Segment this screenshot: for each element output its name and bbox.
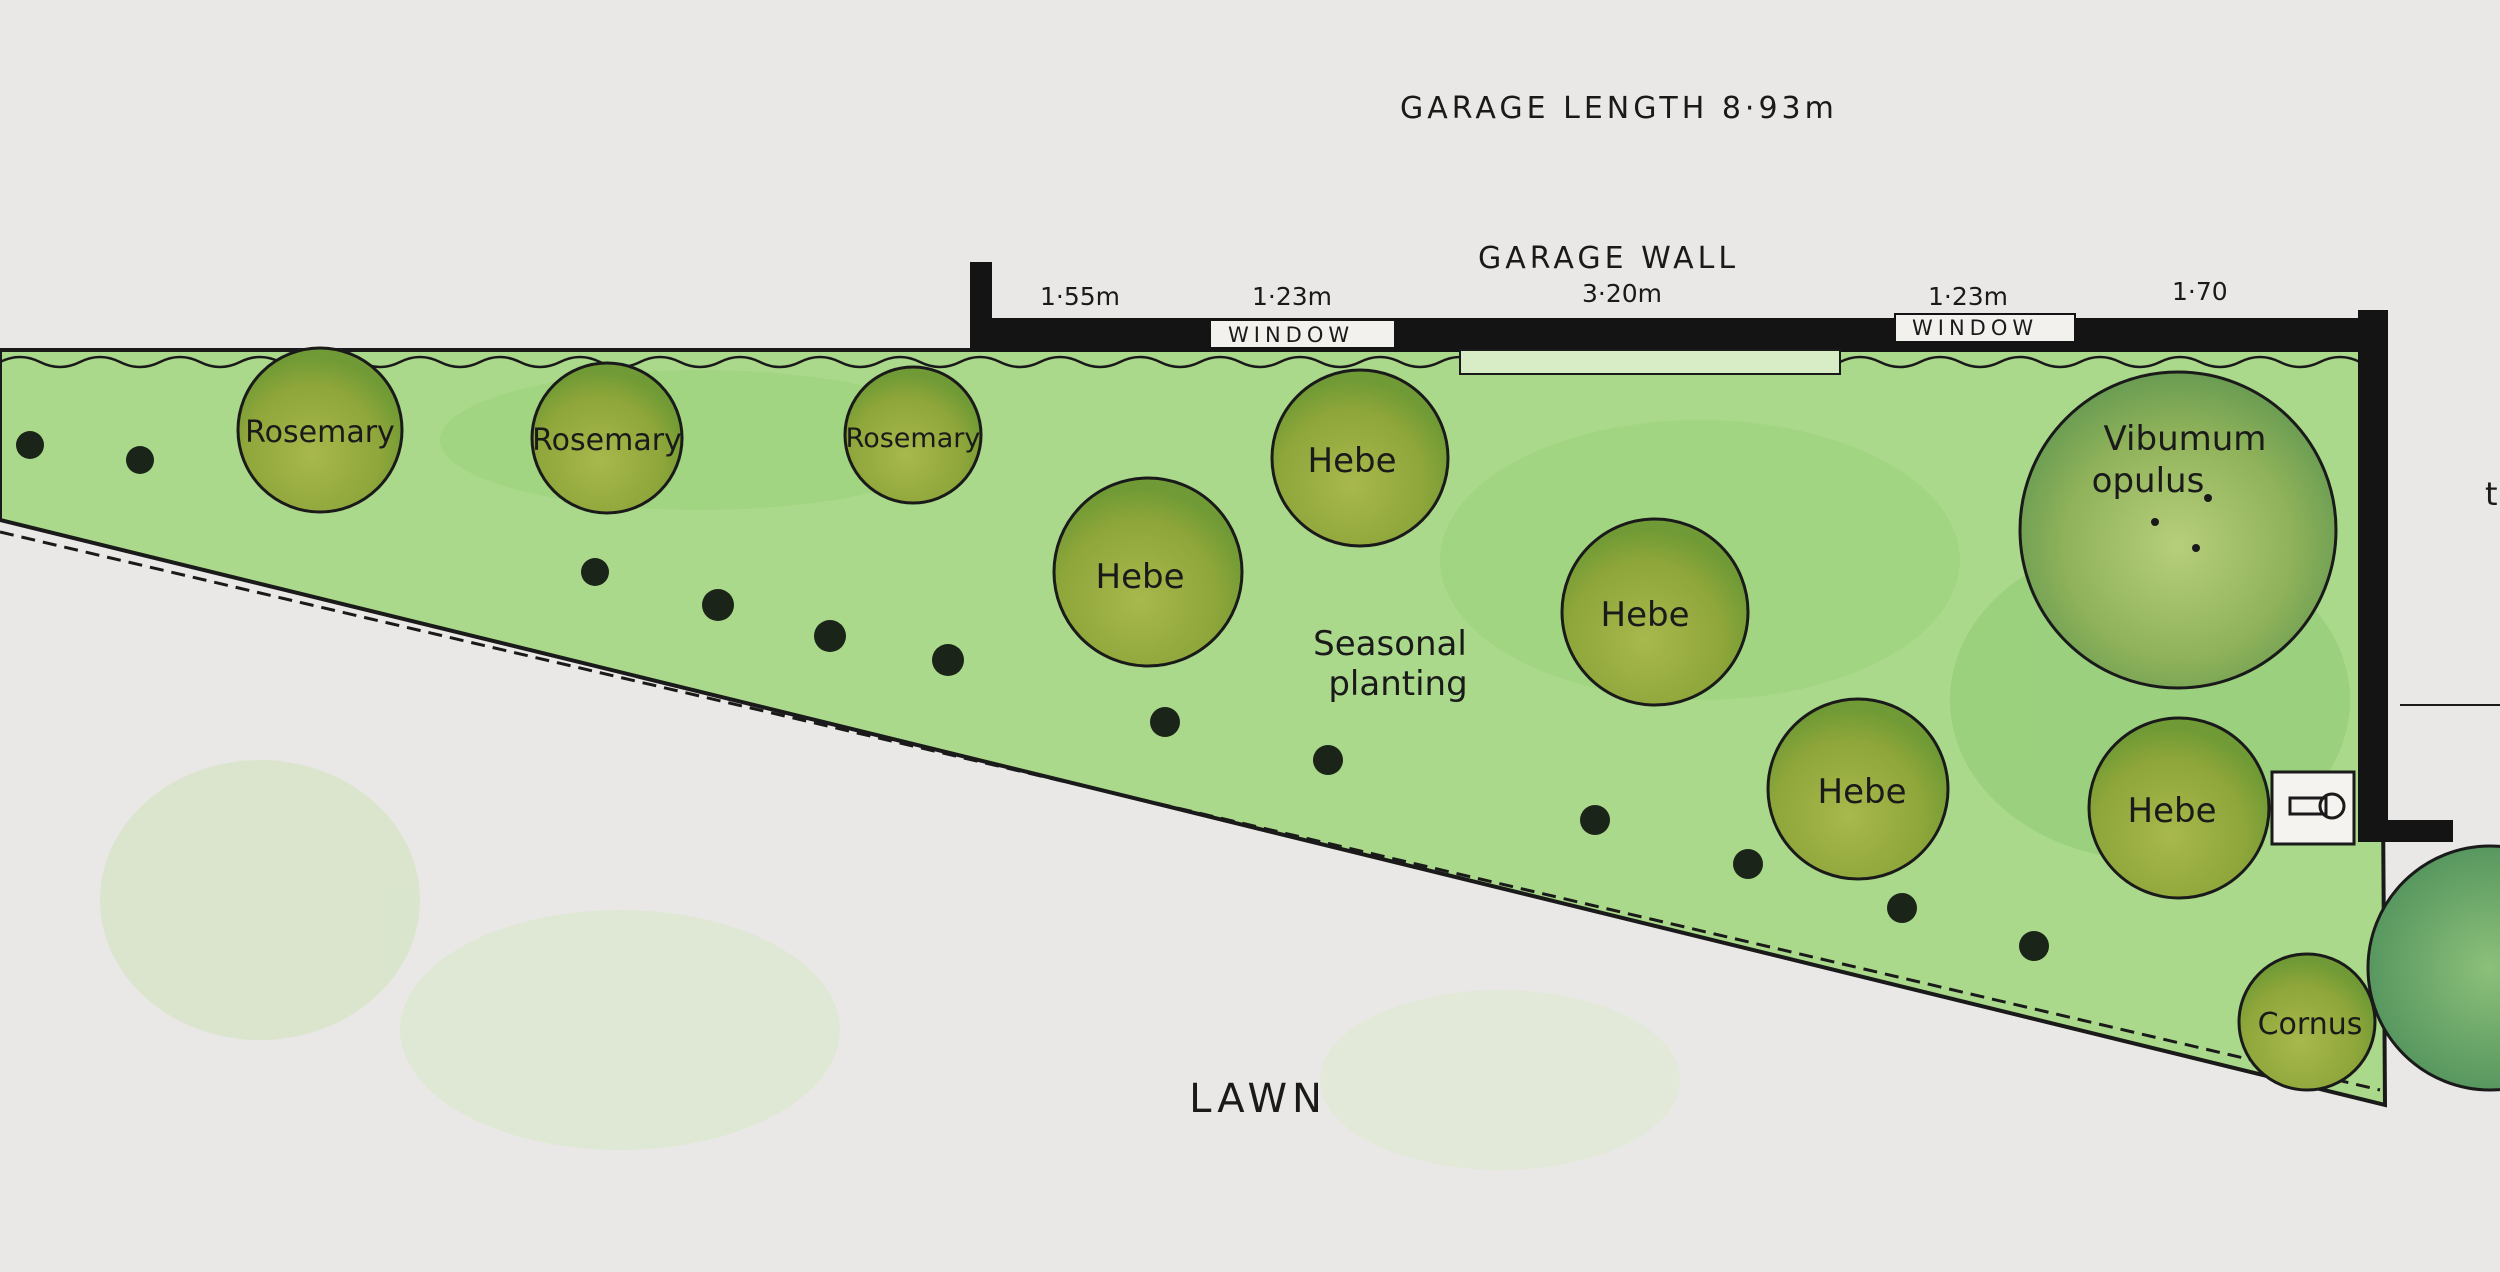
garage-wall-label: GARAGE WALL [1478, 241, 1739, 276]
small-plant [814, 620, 846, 652]
shrub-label: Cornus [2258, 1007, 2363, 1042]
seasonal-planting-label-1: Seasonal [1313, 624, 1467, 664]
shrub-rosemary-1: Rosemary [236, 346, 404, 514]
seasonal-planting-label-2: planting [1328, 664, 1467, 704]
shrub-hebe-1: Hebe [1052, 476, 1244, 668]
shrub-offpage [2366, 844, 2500, 1092]
shrub-label: Hebe [1818, 772, 1907, 812]
small-plant [126, 446, 154, 474]
window-1 [1209, 319, 1396, 349]
shrub-hebe-2: Hebe [1270, 368, 1450, 548]
shrub-label: Hebe [1308, 441, 1397, 481]
dimension-5: 1·70 [2172, 277, 2228, 306]
small-plant [1580, 805, 1610, 835]
bed-diagonal-edge [0, 530, 2381, 1092]
shrub-cornus: Cornus [2237, 952, 2377, 1092]
shrub-label: Hebe [1601, 595, 1690, 635]
shrub-label: Rosemary [245, 415, 395, 450]
small-plant [1150, 707, 1180, 737]
shrub-hebe-4: Hebe [1766, 697, 1950, 881]
shrub-rosemary-2: Rosemary [530, 361, 684, 515]
lawn-area [100, 760, 1680, 1170]
window-label-1: WINDOW [1228, 323, 1354, 347]
small-plant [16, 431, 44, 459]
shrub-rosemary-3: Rosemary [843, 365, 983, 505]
shrub-label-line2: opulus [2092, 461, 2205, 501]
small-plant [1313, 745, 1343, 775]
window-2 [1894, 313, 2076, 343]
small-plant [581, 558, 609, 586]
shrub-hebe-5: Hebe [2087, 716, 2271, 900]
small-plant [932, 644, 964, 676]
lawn-label: LAWN [1189, 1076, 1327, 1122]
shrub-label: Hebe [2128, 791, 2217, 831]
shrub-label: Vibumum [2104, 419, 2267, 459]
bench [1459, 349, 1841, 375]
dimension-2: 1·23m [1252, 282, 1332, 311]
small-plant [1887, 893, 1917, 923]
shrub-viburnum: Vibumum opulus [2018, 370, 2338, 690]
window-label-2: WINDOW [1912, 316, 2038, 340]
dimension-3: 3·20m [1582, 279, 1662, 308]
shrub-hebe-3: Hebe [1560, 517, 1750, 707]
garage-length-label: GARAGE LENGTH 8·93m [1400, 91, 1838, 126]
edge-letter: t [2485, 475, 2498, 513]
hose-reel [2270, 770, 2356, 846]
small-plant [2019, 931, 2049, 961]
shrub-label: Rosemary [846, 423, 981, 454]
dimension-1: 1·55m [1040, 282, 1120, 311]
shrub-label: Rosemary [532, 423, 682, 458]
small-plants [16, 431, 2049, 961]
dimension-4: 1·23m [1928, 282, 2008, 311]
small-plant [1733, 849, 1763, 879]
garage-wall [970, 262, 2453, 842]
small-plant [702, 589, 734, 621]
shrub-label: Hebe [1096, 557, 1185, 597]
bed-top-edge [0, 355, 2361, 369]
